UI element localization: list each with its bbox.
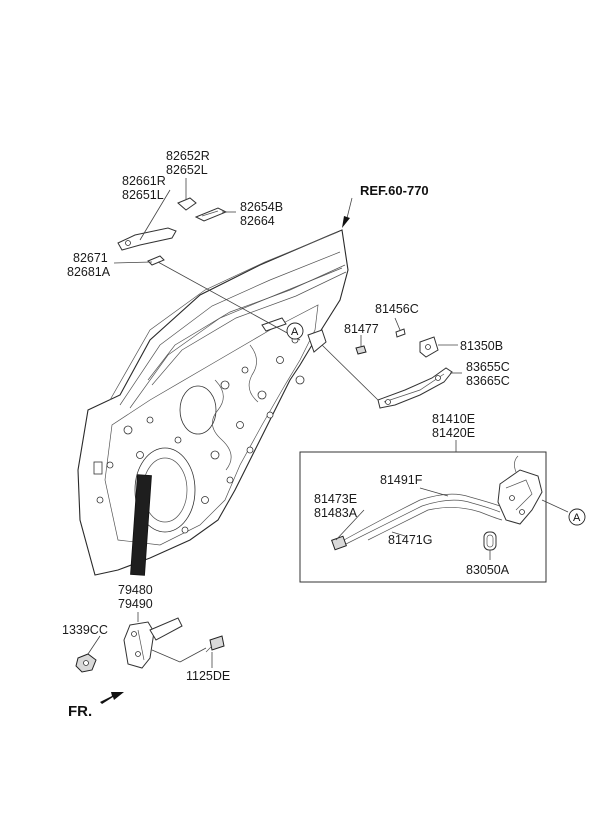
label-81456c: 81456C <box>375 302 419 316</box>
label-ref-60-770: REF.60-770 <box>360 183 429 198</box>
door-checker <box>75 617 225 673</box>
leader-lines <box>87 178 569 668</box>
door-panel <box>77 229 349 576</box>
front-arrow-icon <box>100 692 124 704</box>
label-1125de: 1125DE <box>186 669 230 683</box>
label-81483a: 81483A <box>314 506 358 520</box>
label-82652r: 82652R <box>166 149 210 163</box>
callout-a-left-label: A <box>291 326 299 338</box>
label-82681a: 82681A <box>67 265 111 279</box>
label-79490: 79490 <box>118 597 153 611</box>
label-83665c: 83665C <box>466 374 510 388</box>
label-81410e: 81410E <box>432 412 475 426</box>
label-83655c: 83655C <box>466 360 510 374</box>
label-81473e: 81473E <box>314 492 357 506</box>
label-81491f: 81491F <box>380 473 423 487</box>
callout-a-right-label: A <box>573 512 581 524</box>
label-82651l: 82651L <box>122 188 164 202</box>
label-82654b: 82654B <box>240 200 283 214</box>
label-81350b: 81350B <box>460 339 503 353</box>
label-79480: 79480 <box>118 583 153 597</box>
label-83050a: 83050A <box>466 563 510 577</box>
label-81420e: 81420E <box>432 426 475 440</box>
front-direction-label: FR. <box>68 703 92 720</box>
label-82671: 82671 <box>73 251 108 265</box>
label-82661r: 82661R <box>122 174 166 188</box>
label-82652l: 82652L <box>166 163 208 177</box>
ref-arrow-icon <box>342 216 350 228</box>
label-81477: 81477 <box>344 322 379 336</box>
label-82664: 82664 <box>240 214 275 228</box>
handle-assembly <box>307 328 453 409</box>
callout-a-right: A <box>568 508 586 526</box>
label-81471g: 81471G <box>388 533 432 547</box>
outside-handle-cover <box>117 197 228 266</box>
label-1339cc: 1339CC <box>62 623 108 637</box>
lock-assembly-box <box>299 451 547 583</box>
callout-a-left: A <box>286 322 304 340</box>
